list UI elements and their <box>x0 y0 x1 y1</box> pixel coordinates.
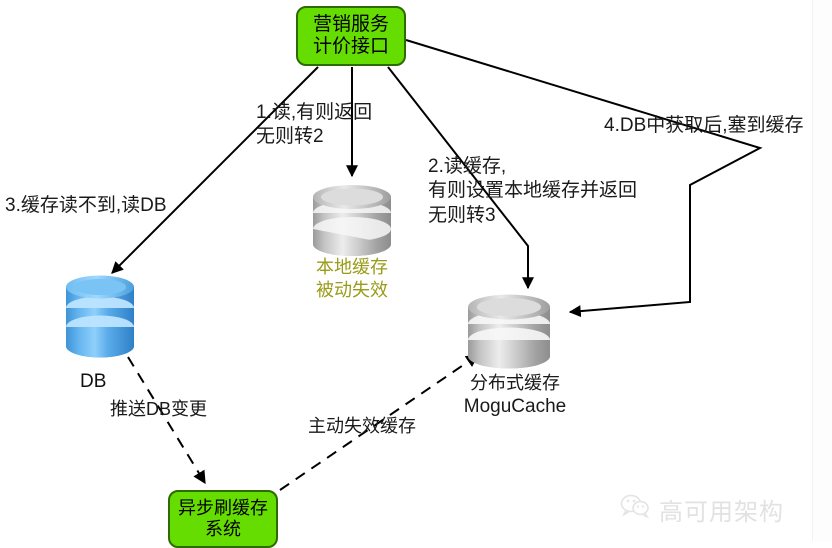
node-label-db: DB <box>80 370 106 394</box>
db-cylinder <box>66 275 134 358</box>
node-label-mogucache-line2: MoguCache <box>463 396 567 418</box>
edge-label-step1-line1: 1.读,有则返回 <box>256 102 373 123</box>
node-service-box[interactable]: 营销服务 计价接口 <box>296 6 406 66</box>
right-gutter-divider <box>812 0 813 541</box>
node-label-mogucache-line1: 分布式缓存 <box>470 373 560 393</box>
edge-label-step2-line3: 无则转3 <box>428 204 496 226</box>
edge-label-step2-line1: 2.读缓存, <box>428 156 507 177</box>
node-label-local-cache-line2: 被动失效 <box>316 280 388 301</box>
edge-label-step3: 3.缓存读不到,读DB <box>5 194 167 218</box>
local-cache-cylinder <box>313 185 391 256</box>
edge-label-push-db-change: 推送DB变更 <box>110 398 207 421</box>
node-service-line2: 计价接口 <box>312 36 389 57</box>
edge-label-step1-line2: 无则转2 <box>256 126 324 148</box>
edge-label-step3-line1: 3.缓存读不到,读DB <box>5 195 167 216</box>
node-service-line1: 营销服务 <box>312 13 389 35</box>
right-gutter <box>812 0 832 541</box>
edge-label-step2: 2.读缓存, 有则设置本地缓存并返回 无则转3 <box>428 155 637 228</box>
node-label-local-cache-line1: 本地缓存 <box>316 257 388 277</box>
node-label-mogucache: 分布式缓存 MoguCache <box>451 372 579 419</box>
node-async-flush-line1: 异步刷缓存 <box>178 497 268 518</box>
node-label-local-cache: 本地缓存 被动失效 <box>306 256 398 302</box>
node-label-db-text: DB <box>80 371 107 392</box>
edge-service-to-db <box>111 66 319 274</box>
mogucache-cylinder <box>468 294 550 369</box>
node-async-flush-line2: 系统 <box>205 519 241 539</box>
watermark: 高可用架构 <box>620 487 820 531</box>
edge-label-active-invalidate-line1: 主动失效缓存 <box>308 416 416 436</box>
edge-label-step2-line2: 有则设置本地缓存并返回 <box>428 180 638 202</box>
edge-label-step4: 4.DB中获取后,塞到缓存 <box>604 114 804 138</box>
wechat-icon <box>620 493 650 526</box>
edge-label-step1: 1.读,有则返回 无则转2 <box>256 101 372 150</box>
edge-label-step4-line1: 4.DB中获取后,塞到缓存 <box>604 115 804 136</box>
edge-label-active-invalidate: 主动失效缓存 <box>308 415 416 438</box>
node-async-flush-box[interactable]: 异步刷缓存 系统 <box>168 490 278 548</box>
edge-label-push-db-change-line1: 推送DB变更 <box>110 399 208 419</box>
watermark-text: 高可用架构 <box>659 498 784 526</box>
